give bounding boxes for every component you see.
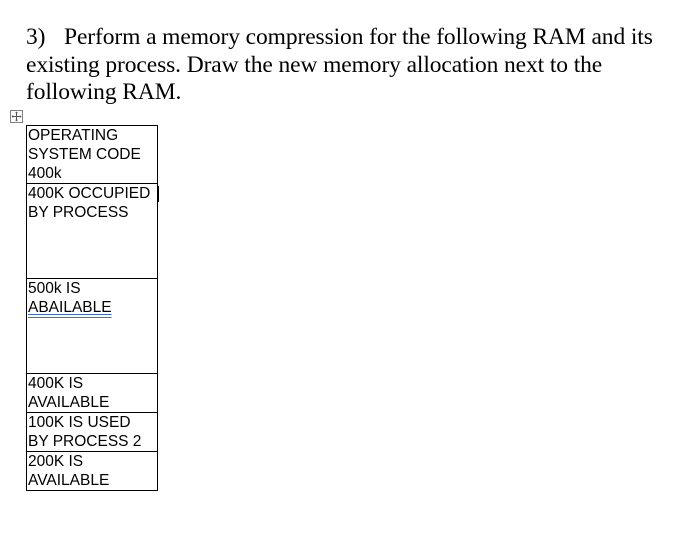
question-number: 3) bbox=[26, 24, 46, 50]
ram-cell-400k-available[interactable]: 400K IS AVAILABLE bbox=[26, 373, 158, 413]
ram-cell-os[interactable]: OPERATING SYSTEM CODE 400k bbox=[26, 125, 158, 184]
table-move-handle-icon[interactable] bbox=[10, 110, 23, 123]
ram-row-os: OPERATING SYSTEM CODE 400k bbox=[26, 125, 158, 184]
text-cursor bbox=[158, 186, 159, 202]
ram-row-400k-available: 400K IS AVAILABLE bbox=[26, 373, 158, 413]
ram-row-500k: 500k IS ABAILABLE bbox=[26, 278, 158, 374]
ram-row-process-1: 400K OCCUPIED BY PROCESS bbox=[26, 183, 158, 279]
ram-cell-500k-line1: 500k IS bbox=[28, 280, 81, 297]
ram-table[interactable]: OPERATING SYSTEM CODE 400k 400K OCCUPIED… bbox=[26, 125, 158, 491]
ram-row-process-2: 100K IS USED BY PROCESS 2 bbox=[26, 412, 158, 452]
ram-cell-process-1[interactable]: 400K OCCUPIED BY PROCESS bbox=[26, 183, 158, 279]
ram-cell-process-1-text: 400K OCCUPIED BY PROCESS bbox=[28, 185, 151, 221]
spelling-error-word: ABAILABLE bbox=[28, 299, 112, 316]
ram-cell-process-2[interactable]: 100K IS USED BY PROCESS 2 bbox=[26, 412, 158, 452]
question-body: Perform a memory compression for the fol… bbox=[26, 24, 653, 105]
ram-cell-500k[interactable]: 500k IS ABAILABLE bbox=[26, 278, 158, 374]
ram-row-200k-available: 200K IS AVAILABLE bbox=[26, 451, 158, 491]
ram-cell-200k-available[interactable]: 200K IS AVAILABLE bbox=[26, 451, 158, 491]
question-text: 3)Perform a memory compression for the f… bbox=[26, 24, 666, 107]
